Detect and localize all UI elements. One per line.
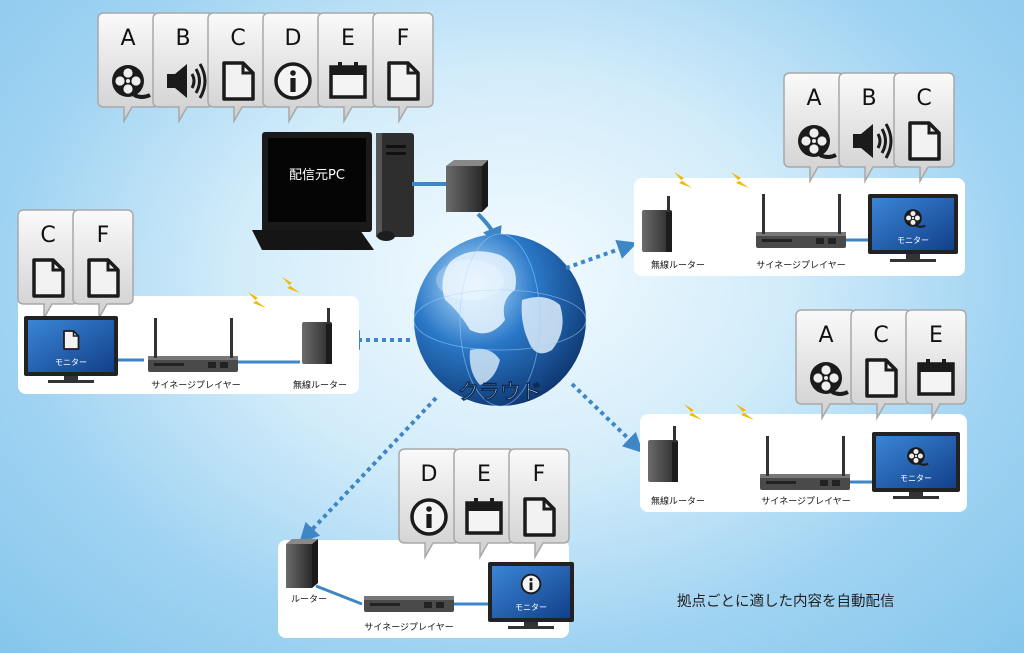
tag-e: E — [929, 323, 943, 348]
monitor-label: モニター — [897, 236, 929, 245]
modem-device — [446, 160, 488, 212]
tag-b: B — [861, 86, 876, 111]
router-label: ルーター — [291, 594, 327, 605]
site-bottom: D E F モニター ルーター サイネージプレイヤー — [278, 448, 574, 638]
diagram-caption: 拠点ごとに適した内容を自動配信 — [677, 594, 895, 610]
router — [286, 539, 318, 588]
tag-f: F — [533, 462, 546, 487]
tag-c: C — [230, 26, 245, 51]
router-label: 無線ルーター — [651, 259, 705, 271]
tag-a: A — [806, 86, 821, 111]
site-left: C F モニター サイネージプレイヤー 無線ルーター — [17, 209, 359, 394]
document-icon — [87, 258, 120, 298]
tag-a: A — [120, 26, 135, 51]
player-label: サイネージプレイヤー — [761, 496, 851, 507]
document-icon — [63, 330, 80, 350]
document-icon — [865, 358, 898, 398]
monitor: モニター — [868, 194, 958, 262]
tag-e: E — [341, 26, 355, 51]
info-icon — [520, 573, 542, 595]
document-icon — [523, 497, 556, 537]
site-top-right: A B C モニター 無線ルーター サイネージプレイヤー — [634, 72, 965, 276]
source-pc: 配信元PC — [252, 132, 502, 250]
calendar-icon — [465, 496, 503, 535]
tag-d: D — [421, 462, 438, 487]
tag-c: C — [873, 323, 888, 348]
tag-c: C — [40, 223, 55, 248]
info-icon — [274, 62, 312, 100]
player-label: サイネージプレイヤー — [756, 260, 846, 271]
monitor-label: モニター — [55, 358, 87, 367]
tag-b: B — [175, 26, 190, 51]
document-icon — [908, 121, 941, 161]
player-label: サイネージプレイヤー — [364, 622, 454, 633]
tag-f: F — [97, 223, 110, 248]
tag-a: A — [818, 323, 833, 348]
router-label: 無線ルーター — [651, 495, 705, 507]
site-mid-right: A C E モニター 無線ルーター サイネージプレイヤー — [640, 309, 967, 512]
cloud-label: クラウド — [458, 380, 542, 404]
pc-label: 配信元PC — [289, 168, 345, 183]
monitor-label: モニター — [515, 603, 547, 612]
player-label: サイネージプレイヤー — [151, 380, 241, 391]
cloud-globe: クラウド — [413, 233, 587, 407]
signage-player — [364, 596, 454, 612]
distribution-arrows — [299, 239, 644, 544]
tag-e: E — [477, 462, 491, 487]
document-icon — [387, 61, 420, 101]
monitor-label: モニター — [900, 474, 932, 483]
document-icon — [222, 61, 255, 101]
info-icon — [410, 498, 448, 536]
monitor: モニター — [24, 316, 118, 383]
tag-d: D — [285, 26, 302, 51]
router-label: 無線ルーター — [293, 379, 347, 391]
tag-f: F — [397, 26, 410, 51]
wireless-signal-icon — [282, 277, 300, 293]
monitor: モニター — [488, 562, 574, 629]
monitor: モニター — [872, 432, 960, 499]
calendar-icon — [329, 60, 367, 99]
tag-c: C — [916, 86, 931, 111]
calendar-icon — [917, 357, 955, 396]
document-icon — [32, 258, 65, 298]
source-content-tags: A B C D E F — [97, 12, 434, 122]
